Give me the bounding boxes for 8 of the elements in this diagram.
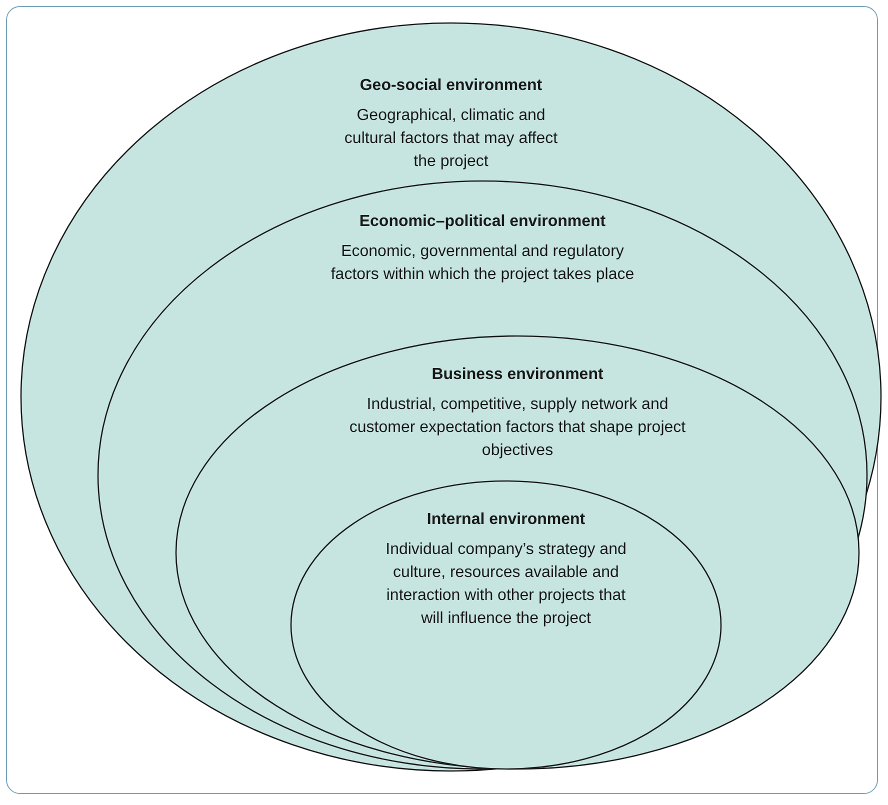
ring-description: Industrial, competitive, supply network and customer expectation factors that shape project objectives [348, 395, 687, 461]
ring-description: Economic, governmental and regulatory factors within which the project takes place [330, 242, 636, 285]
ring-heading: Internal environment [426, 510, 586, 530]
ring-description: Geographical, climatic and cultural factors that may affect the project [343, 106, 559, 172]
ring-description: Individual company’s strategy and culture, resources available and interaction with other projects that will influence the project [384, 540, 628, 629]
ring-heading: Economic–political environment [358, 212, 607, 232]
ring-heading: Business environment [430, 365, 604, 385]
ring-heading: Geo-social environment [358, 76, 544, 96]
